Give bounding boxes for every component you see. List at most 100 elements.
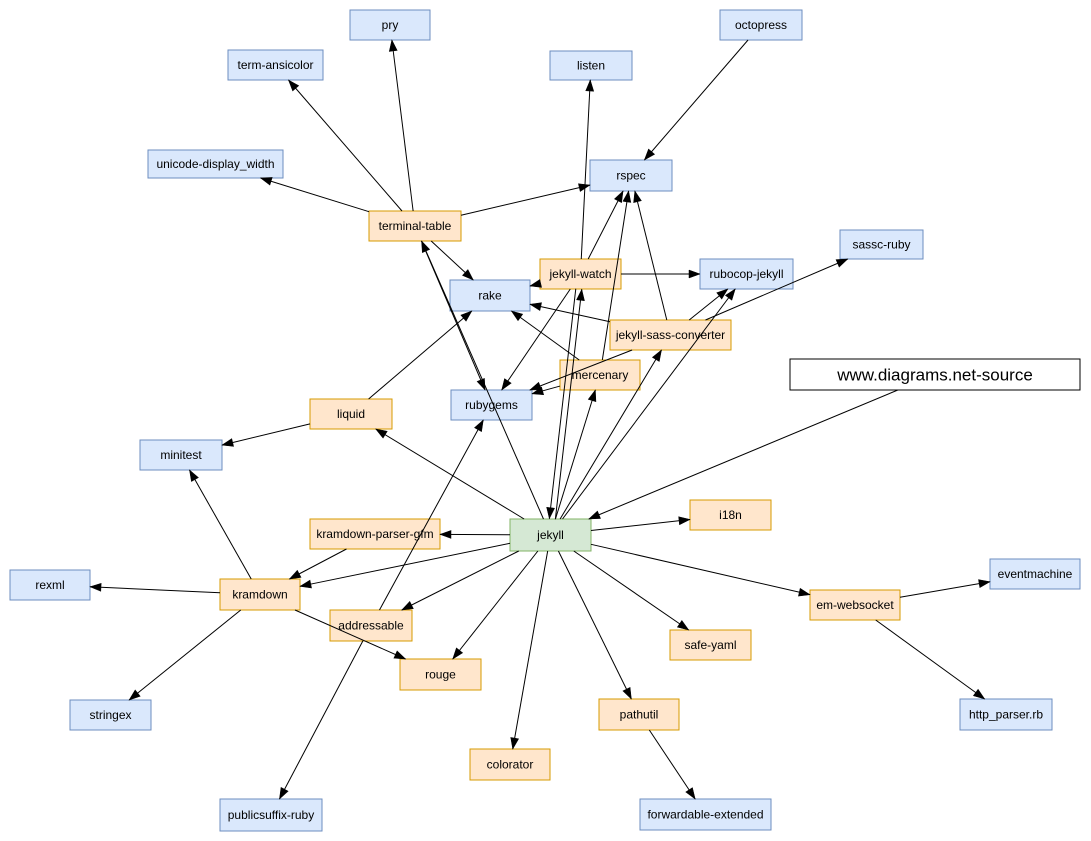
edge-terminal-table-to-pry xyxy=(388,39,414,212)
node-rouge[interactable]: rouge xyxy=(399,658,482,691)
node-label-rubygems: rubygems xyxy=(465,398,518,412)
node-box-rouge[interactable] xyxy=(399,658,482,691)
node-rexml[interactable]: rexml xyxy=(9,569,91,601)
node-box-jekyll-watch[interactable] xyxy=(539,258,622,290)
node-box-terminal-table[interactable] xyxy=(368,210,462,242)
node-label-octopress: octopress xyxy=(735,18,787,32)
edge-kramdown-to-rexml xyxy=(89,582,221,594)
node-box-addressable[interactable] xyxy=(329,609,413,642)
node-label-rubocop-jekyll: rubocop-jekyll xyxy=(709,267,783,281)
node-rubocop-jekyll[interactable]: rubocop-jekyll xyxy=(699,258,794,290)
node-box-kramdown[interactable] xyxy=(219,578,301,611)
edges-layer xyxy=(89,39,991,800)
node-jekyll-sass-converter[interactable]: jekyll-sass-converter xyxy=(609,319,732,351)
node-rubygems[interactable]: rubygems xyxy=(450,389,533,421)
node-label-jekyll-sass-converter: jekyll-sass-converter xyxy=(615,328,725,342)
edge-mercenary-to-rspec xyxy=(601,190,632,361)
edge-jekyll-watch-to-rake xyxy=(529,279,542,288)
node-www-source[interactable]: www.diagrams.net-source xyxy=(789,358,1081,391)
node-octopress[interactable]: octopress xyxy=(719,9,803,41)
node-rspec[interactable]: rspec xyxy=(589,159,673,192)
node-label-mercenary: mercenary xyxy=(572,368,629,382)
node-box-jekyll-sass-converter[interactable] xyxy=(609,319,732,351)
node-safe-yaml[interactable]: safe-yaml xyxy=(669,629,752,661)
node-forwardable-extended[interactable]: forwardable-extended xyxy=(639,798,772,831)
node-box-kramdown-parser-gfm[interactable] xyxy=(309,518,441,550)
node-label-http_parser.rb: http_parser.rb xyxy=(969,708,1043,722)
node-i18n[interactable]: i18n xyxy=(689,499,772,531)
edge-kramdown-to-stringex xyxy=(128,609,242,701)
node-box-octopress[interactable] xyxy=(719,9,803,41)
node-label-listen: listen xyxy=(577,59,605,73)
edge-jekyll-to-terminal-table xyxy=(421,240,544,520)
edge-kramdown-parser-gfm-to-kramdown xyxy=(288,548,347,580)
node-label-em-websocket: em-websocket xyxy=(816,598,894,612)
edge-jekyll-watch-to-rspec xyxy=(587,190,624,260)
node-box-http_parser.rb[interactable] xyxy=(959,698,1053,731)
node-label-minitest: minitest xyxy=(160,448,202,462)
node-box-rexml[interactable] xyxy=(9,569,91,601)
node-term-ansicolor[interactable]: term-ansicolor xyxy=(227,49,324,81)
node-label-eventmachine: eventmachine xyxy=(998,567,1073,581)
edge-addressable-to-rubygems xyxy=(379,419,484,611)
node-box-stringex[interactable] xyxy=(69,699,152,731)
node-box-sassc-ruby[interactable] xyxy=(839,229,924,260)
node-eventmachine[interactable]: eventmachine xyxy=(989,558,1081,590)
node-box-pathutil[interactable] xyxy=(598,698,680,731)
node-pry[interactable]: pry xyxy=(349,9,431,41)
edge-terminal-table-to-rake xyxy=(430,240,474,281)
node-jekyll[interactable]: jekyll xyxy=(509,518,592,552)
node-box-liquid[interactable] xyxy=(309,398,393,430)
node-kramdown[interactable]: kramdown xyxy=(219,578,301,611)
node-box-eventmachine[interactable] xyxy=(989,558,1081,590)
node-sassc-ruby[interactable]: sassc-ruby xyxy=(839,229,924,260)
node-rake[interactable]: rake xyxy=(449,279,531,312)
node-liquid[interactable]: liquid xyxy=(309,398,393,430)
edge-jekyll-to-mercenary xyxy=(554,389,597,520)
node-box-publicsuffix-ruby[interactable] xyxy=(219,798,323,832)
node-box-forwardable-extended[interactable] xyxy=(639,798,772,831)
node-colorator[interactable]: colorator xyxy=(469,748,551,781)
node-box-unicode-display_width[interactable] xyxy=(147,149,284,179)
node-box-jekyll[interactable] xyxy=(509,518,592,552)
edge-jekyll-sass-converter-to-rubygems xyxy=(529,349,633,391)
node-publicsuffix-ruby[interactable]: publicsuffix-ruby xyxy=(219,798,323,832)
edge-mercenary-to-rubygems xyxy=(531,385,561,396)
node-stringex[interactable]: stringex xyxy=(69,699,152,731)
node-minitest[interactable]: minitest xyxy=(139,439,223,471)
edge-jekyll-sass-converter-to-sassc-ruby xyxy=(705,258,849,321)
node-jekyll-watch[interactable]: jekyll-watch xyxy=(539,258,622,290)
node-unicode-display_width[interactable]: unicode-display_width xyxy=(147,149,284,179)
node-box-colorator[interactable] xyxy=(469,748,551,781)
node-box-pry[interactable] xyxy=(349,9,431,41)
node-box-minitest[interactable] xyxy=(139,439,223,471)
node-http_parser.rb[interactable]: http_parser.rb xyxy=(959,698,1053,731)
node-box-term-ansicolor[interactable] xyxy=(227,49,324,81)
node-box-safe-yaml[interactable] xyxy=(669,629,752,661)
node-box-www-source[interactable] xyxy=(789,358,1081,391)
edge-jekyll-to-rubocop-jekyll xyxy=(562,288,736,520)
node-terminal-table[interactable]: terminal-table xyxy=(368,210,462,242)
node-box-rake[interactable] xyxy=(449,279,531,312)
node-box-rspec[interactable] xyxy=(589,159,673,192)
node-label-term-ansicolor: term-ansicolor xyxy=(237,58,313,72)
node-label-sassc-ruby: sassc-ruby xyxy=(852,238,910,252)
node-box-rubygems[interactable] xyxy=(450,389,533,421)
edge-terminal-table-to-term-ansicolor xyxy=(288,79,403,212)
node-kramdown-parser-gfm[interactable]: kramdown-parser-gfm xyxy=(309,518,441,550)
node-addressable[interactable]: addressable xyxy=(329,609,413,642)
node-box-em-websocket[interactable] xyxy=(809,589,901,621)
edge-jekyll-to-colorator xyxy=(510,550,549,750)
node-pathutil[interactable]: pathutil xyxy=(598,698,680,731)
edge-em-websocket-to-http_parser.rb xyxy=(875,619,986,700)
node-label-stringex: stringex xyxy=(89,708,131,722)
edge-octopress-to-rspec xyxy=(643,39,749,161)
node-box-i18n[interactable] xyxy=(689,499,772,531)
edge-mercenary-to-rake xyxy=(510,310,580,361)
edge-kramdown-to-rouge xyxy=(294,609,407,660)
node-label-safe-yaml: safe-yaml xyxy=(684,638,736,652)
node-label-addressable: addressable xyxy=(338,619,404,633)
node-listen[interactable]: listen xyxy=(549,50,633,81)
edge-jekyll-to-jekyll-watch xyxy=(554,288,585,520)
node-em-websocket[interactable]: em-websocket xyxy=(809,589,901,621)
